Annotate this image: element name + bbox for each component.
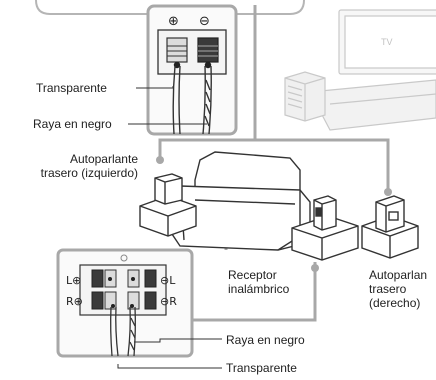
rear-left-speaker bbox=[139, 173, 197, 237]
connector-dot bbox=[384, 188, 392, 196]
rear-right-speaker bbox=[361, 195, 419, 259]
label-rear-left-line2: trasero (izquierdo) bbox=[40, 166, 138, 180]
connector-dot bbox=[156, 156, 164, 164]
label-clear-wire-bottom: Transparente bbox=[226, 361, 297, 375]
label-receiver-line2: inalámbrico bbox=[228, 282, 290, 296]
top-terminal-panel bbox=[146, 4, 238, 136]
label-rear-right-line1: Autoparlan bbox=[369, 268, 428, 282]
label-black-stripe-bottom: Raya en negro bbox=[226, 333, 305, 347]
tv-set bbox=[338, 9, 436, 75]
label-rear-left-line1: Autoparlante bbox=[69, 152, 138, 166]
label-rear-right-line3: (derecho) bbox=[369, 296, 421, 310]
label-black-stripe-top: Raya en negro bbox=[33, 117, 112, 131]
right-plus-label: R⊕ bbox=[66, 295, 83, 308]
bottom-terminal-panel bbox=[56, 248, 194, 358]
left-plus-label: L⊕ bbox=[66, 274, 81, 287]
label-rear-right-line2: trasero bbox=[369, 282, 407, 296]
leader-lines-bottom bbox=[117, 338, 222, 369]
plus-symbol-top: ⊕ bbox=[168, 14, 179, 29]
subwoofer bbox=[284, 71, 326, 122]
label-clear-wire-top: Transparente bbox=[36, 81, 107, 95]
label-wireless-receiver: Receptor inalámbrico bbox=[228, 268, 289, 296]
tv-label: TV bbox=[381, 37, 393, 47]
leader-lines-top bbox=[128, 86, 207, 125]
label-receiver-line1: Receptor bbox=[228, 268, 277, 282]
sofa bbox=[171, 151, 311, 251]
connector-dot bbox=[311, 264, 319, 272]
label-rear-right-speaker: Autoparlan trasero (derecho) bbox=[369, 268, 427, 310]
minus-symbol-top: ⊖ bbox=[199, 14, 210, 29]
left-minus-label: ⊖L bbox=[160, 274, 176, 287]
tv-stand bbox=[309, 79, 436, 131]
label-rear-left-speaker: Autoparlante trasero (izquierdo) bbox=[20, 152, 138, 180]
right-minus-label: ⊖R bbox=[160, 295, 177, 308]
wireless-receiver bbox=[291, 195, 359, 261]
